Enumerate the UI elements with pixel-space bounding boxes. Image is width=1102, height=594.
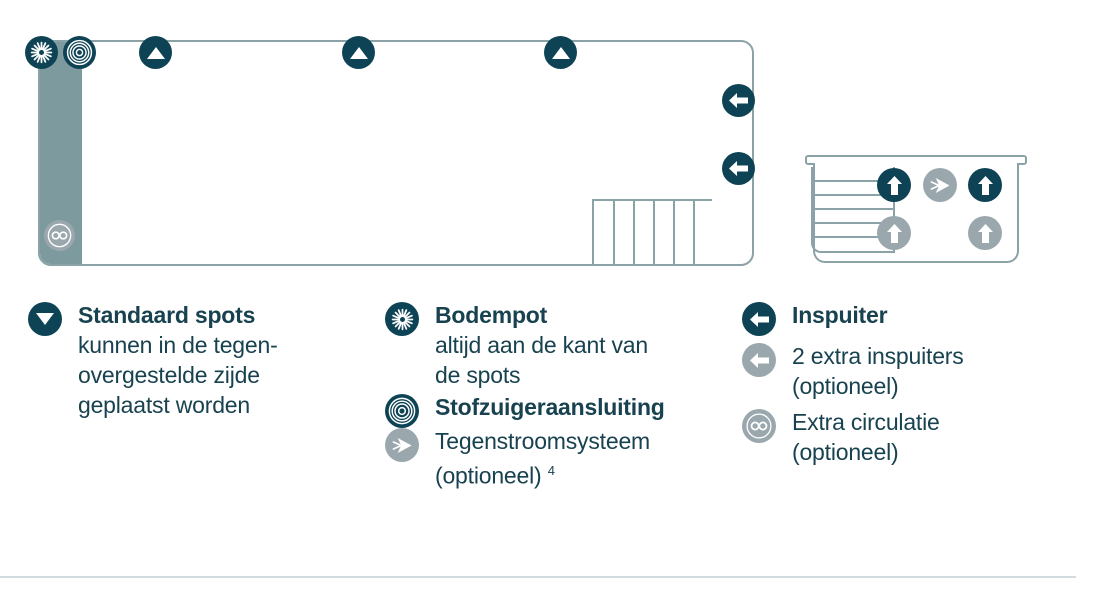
legend-line: (optioneel) — [792, 373, 899, 399]
standaard-spot-icon-2[interactable] — [342, 36, 375, 69]
triangle-down-icon — [28, 302, 62, 336]
stofzuigeraansluiting-icon[interactable] — [63, 36, 96, 69]
legend-title: Stofzuigeraansluiting — [435, 394, 665, 420]
standaard-spot-icon-3[interactable] — [544, 36, 577, 69]
legend-footnote-marker: 4 — [547, 463, 555, 478]
arrow-left-icon — [742, 343, 776, 377]
legend-line: (optioneel) 4 — [435, 462, 555, 489]
spa-extra-inspuiter-icon-1[interactable] — [877, 216, 911, 250]
pool-stairs — [592, 199, 712, 264]
pool-diagram — [38, 40, 754, 266]
legend-title: Standaard spots — [78, 302, 256, 328]
legend: Standaard spots kunnen in de tegen- over… — [0, 300, 1102, 550]
legend-line: de spots — [435, 362, 521, 388]
inspuiter-icon-2[interactable] — [722, 152, 755, 185]
legend-column-1: Standaard spots kunnen in de tegen- over… — [28, 300, 358, 422]
legend-line: kunnen in de tegen- — [78, 332, 278, 358]
rings-icon — [385, 394, 419, 428]
legend-line: overgestelde zijde — [78, 362, 260, 388]
legend-line: Tegenstroomsysteem — [435, 428, 650, 454]
inspuiter-icon-1[interactable] — [722, 84, 755, 117]
legend-item-extra-inspuiters: 2 extra inspuiters (optioneel) — [742, 341, 1072, 401]
legend-line: (optioneel) — [792, 439, 899, 465]
legend-item-extra-circulatie: Extra circulatie (optioneel) — [742, 407, 1072, 467]
extra-circulatie-icon[interactable] — [44, 220, 75, 251]
standaard-spot-icon-1[interactable] — [139, 36, 172, 69]
legend-line: 2 extra inspuiters — [792, 343, 964, 369]
legend-title: Bodempot — [435, 302, 548, 328]
spa-tegenstroom-icon[interactable] — [923, 168, 957, 202]
footer-divider — [0, 576, 1076, 578]
infinity-icon — [742, 409, 776, 443]
legend-line: altijd aan de kant van — [435, 332, 648, 358]
starburst-icon — [385, 302, 419, 336]
arrow-left-icon — [742, 302, 776, 336]
spa-inspuiter-icon-1[interactable] — [877, 168, 911, 202]
legend-line: geplaatst worden — [78, 392, 250, 418]
spa-ladder — [811, 167, 895, 253]
bodempot-icon[interactable] — [25, 36, 58, 69]
legend-item-bodempot: Bodempot altijd aan de kant van de spots — [385, 300, 725, 390]
legend-item-stofzuigeraansluiting: Stofzuigeraansluiting — [385, 392, 725, 428]
spa-extra-inspuiter-icon-2[interactable] — [968, 216, 1002, 250]
legend-column-3: Inspuiter 2 extra inspuiters (optioneel) — [742, 300, 1072, 469]
jet-icon — [385, 428, 419, 462]
legend-line: Extra circulatie — [792, 409, 940, 435]
legend-item-tegenstroomsysteem: Tegenstroomsysteem (optioneel) 4 — [385, 426, 725, 491]
legend-title: Inspuiter — [792, 302, 888, 328]
spa-inspuiter-icon-2[interactable] — [968, 168, 1002, 202]
legend-item-standaard-spots: Standaard spots kunnen in de tegen- over… — [28, 300, 358, 420]
legend-column-2: Bodempot altijd aan de kant van de spots — [385, 300, 725, 493]
legend-item-inspuiter: Inspuiter — [742, 300, 1072, 336]
